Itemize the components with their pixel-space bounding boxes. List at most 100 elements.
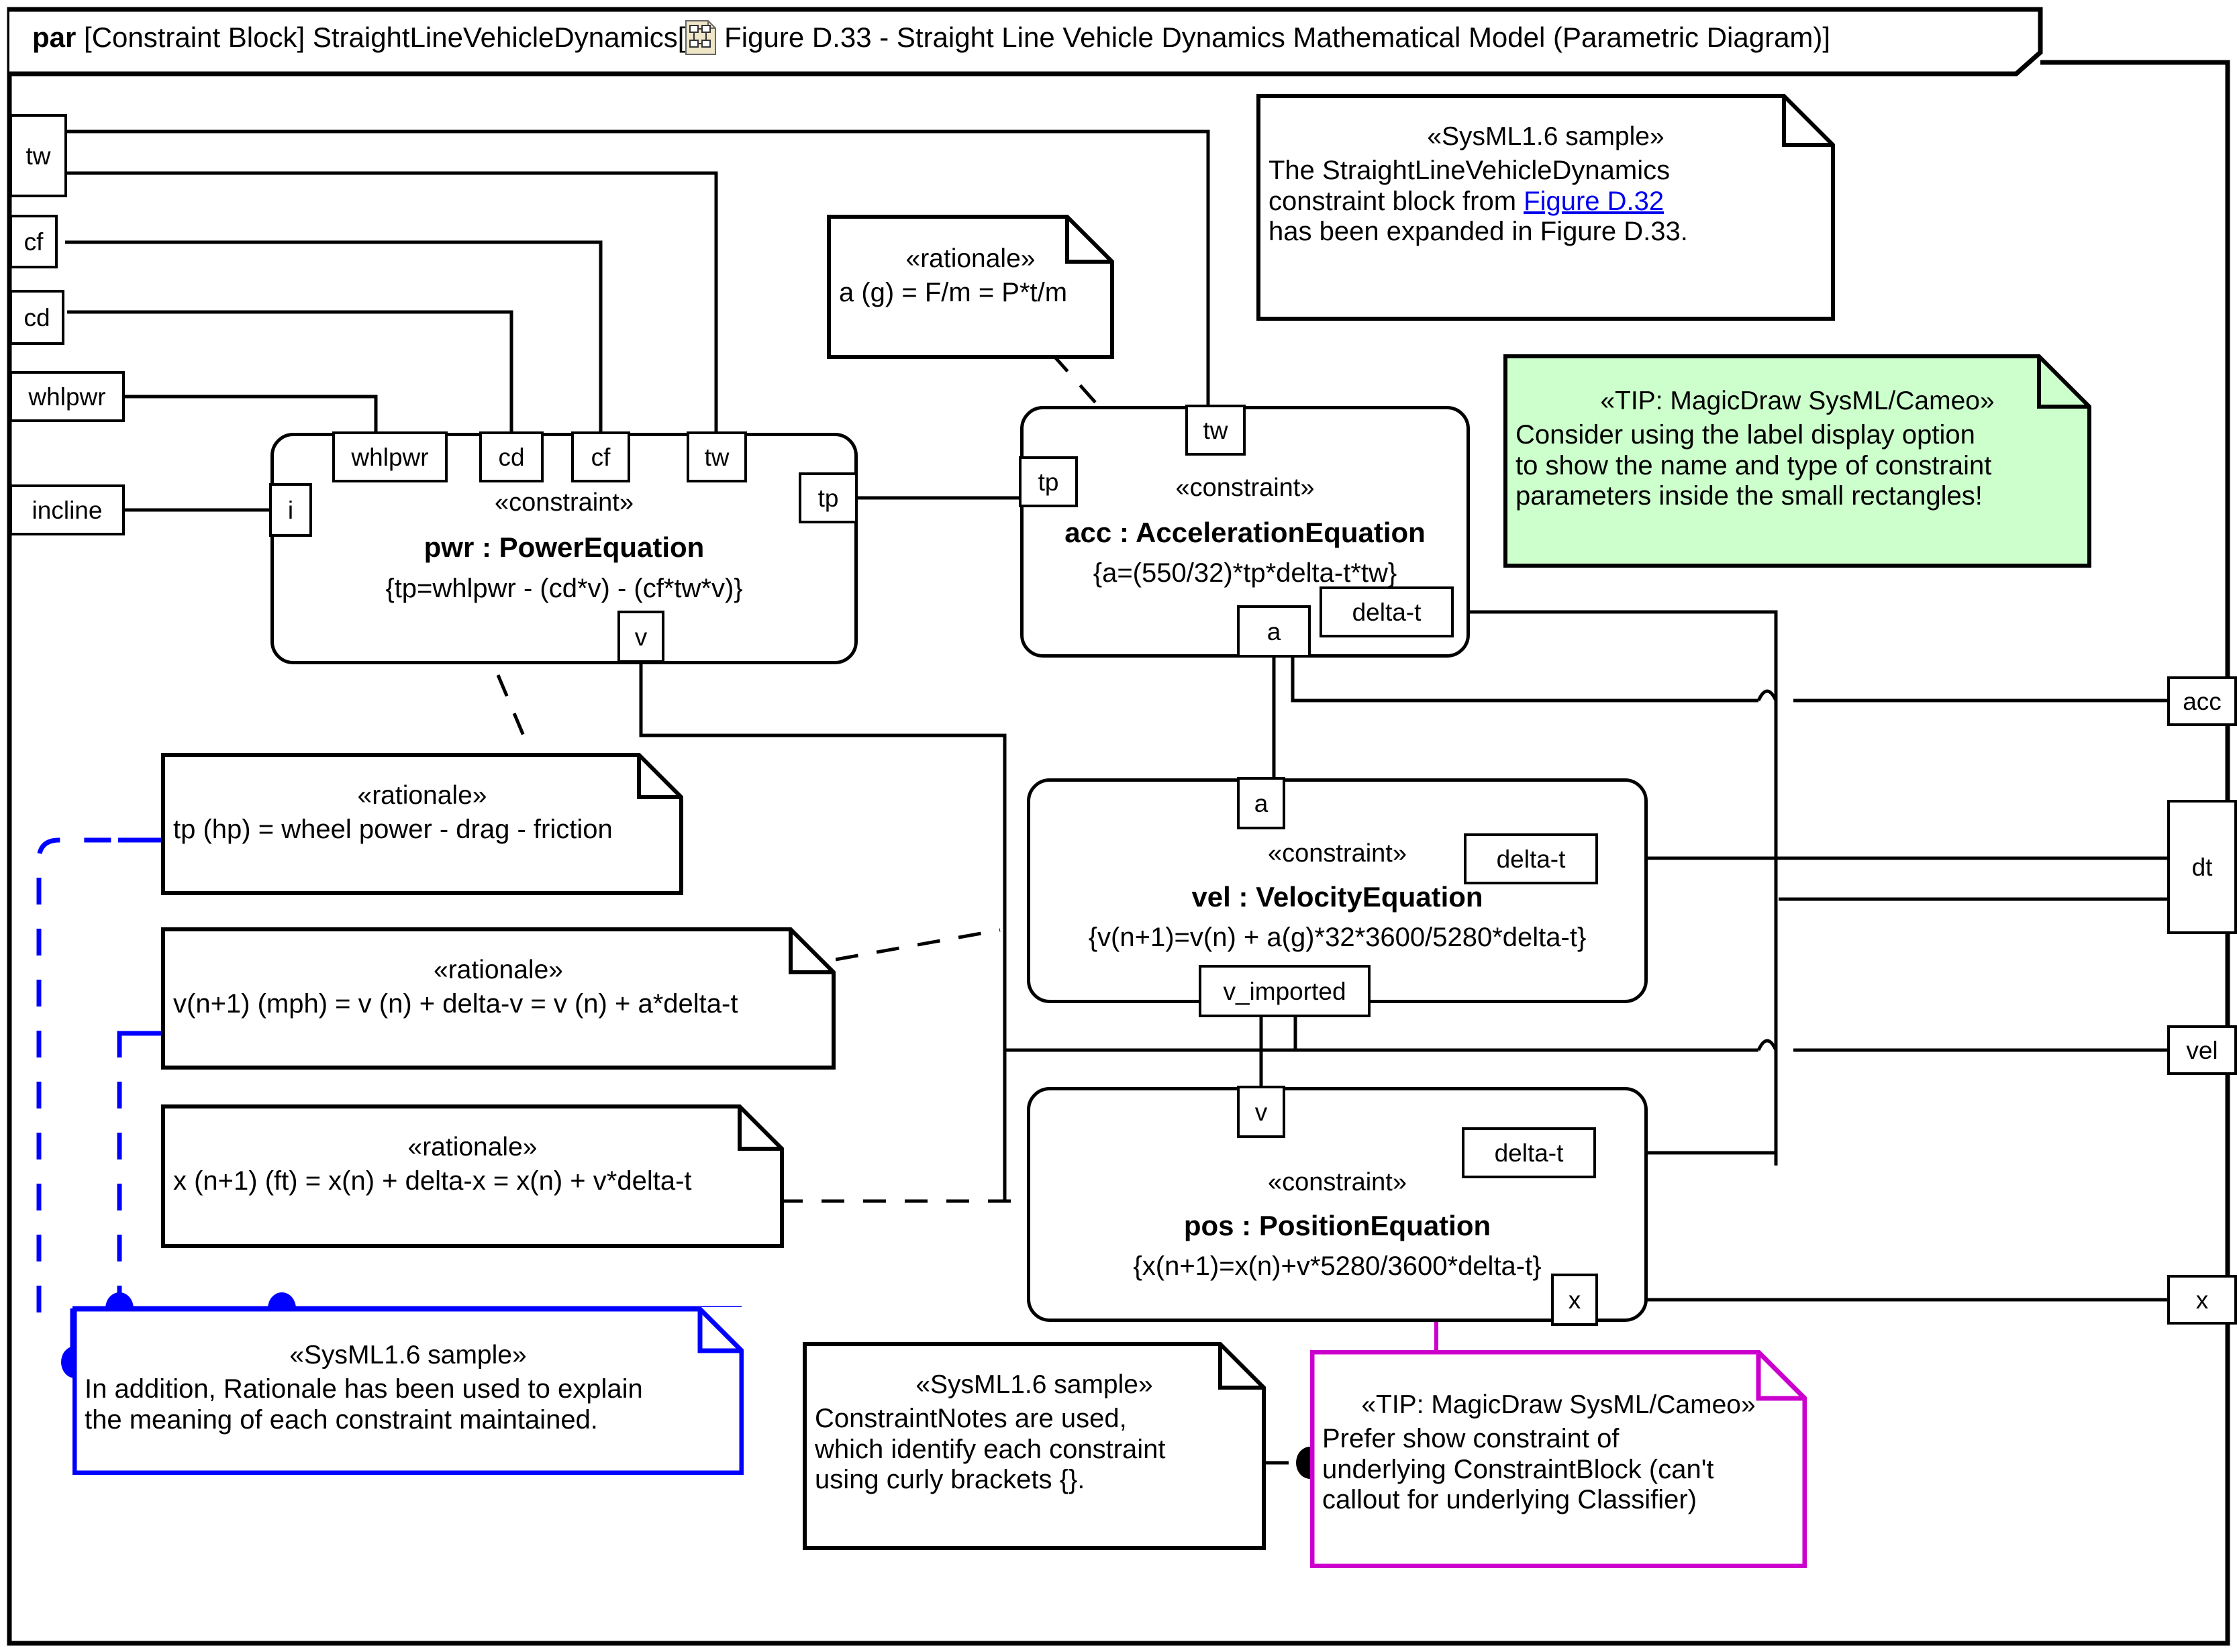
boundary-port-cd[interactable]: cd — [9, 290, 64, 345]
port-label: whlpwr — [351, 443, 429, 471]
pos-param-delta-t[interactable]: delta-t — [1462, 1127, 1596, 1178]
pos-keyword: «constraint» — [1267, 1168, 1407, 1196]
port-label: v_imported — [1223, 977, 1346, 1005]
vel-param-v-imported[interactable]: v_imported — [1199, 965, 1371, 1017]
note-line: Prefer show constraint of — [1322, 1424, 1620, 1453]
port-label: x — [2195, 1286, 2209, 1314]
note-line: The StraightLineVehicleDynamics — [1269, 156, 1671, 185]
note-title: «SysML1.6 sample» — [289, 1341, 527, 1370]
constraint-block-icon — [685, 20, 717, 55]
note-line: In addition, Rationale has been used to … — [85, 1374, 643, 1404]
note-line: callout for underlying Classifier) — [1322, 1485, 1697, 1515]
note-line: v(n+1) (mph) = v (n) + delta-v = v (n) +… — [173, 989, 738, 1019]
note-sample-constraintnotes[interactable]: «SysML1.6 sample» ConstraintNotes are us… — [803, 1342, 1266, 1550]
acc-keyword: «constraint» — [1175, 474, 1315, 502]
note-line: underlying ConstraintBlock (can't — [1322, 1454, 1714, 1484]
header-figure-title: Figure D.33 - Straight Line Vehicle Dyna… — [724, 21, 1831, 53]
pwr-param-tw[interactable]: tw — [687, 431, 747, 482]
port-label: a — [1266, 617, 1281, 646]
pwr-param-whlpwr[interactable]: whlpwr — [332, 431, 448, 482]
pwr-param-i[interactable]: i — [269, 483, 312, 537]
vel-name: vel : VelocityEquation — [1191, 881, 1483, 913]
acc-name: acc : AccelerationEquation — [1064, 517, 1426, 548]
pos-param-v[interactable]: v — [1237, 1086, 1285, 1138]
note-rationale-acc[interactable]: «rationale» a (g) = F/m = P*t/m — [827, 215, 1114, 359]
boundary-port-vel[interactable]: vel — [2167, 1025, 2237, 1075]
vel-param-delta-t[interactable]: delta-t — [1464, 833, 1598, 884]
port-label: v — [1254, 1098, 1268, 1126]
port-label: tp — [1038, 468, 1059, 496]
note-sample-rationale[interactable]: «SysML1.6 sample» In addition, Rationale… — [72, 1307, 744, 1475]
port-label: acc — [2183, 687, 2222, 715]
pwr-keyword: «constraint» — [494, 488, 634, 517]
acc-param-tp[interactable]: tp — [1019, 456, 1078, 507]
pwr-param-cd[interactable]: cd — [479, 431, 544, 482]
note-line: a (g) = F/m = P*t/m — [839, 278, 1068, 307]
port-label: tw — [1203, 416, 1228, 444]
vel-expression: {v(n+1)=v(n) + a(g)*32*3600/5280*delta-t… — [1088, 923, 1587, 952]
pwr-param-tp[interactable]: tp — [799, 472, 858, 523]
boundary-port-cf[interactable]: cf — [9, 215, 58, 268]
pos-expression: {x(n+1)=x(n)+v*5280/3600*delta-t} — [1133, 1251, 1542, 1281]
note-line: tp (hp) = wheel power - drag - friction — [173, 815, 613, 844]
boundary-port-tw[interactable]: tw — [9, 114, 67, 197]
note-title: «rationale» — [434, 956, 563, 984]
note-line: which identify each constraint — [815, 1434, 1166, 1464]
vel-param-a[interactable]: a — [1237, 777, 1285, 829]
note-title: «TIP: MagicDraw SysML/Cameo» — [1600, 386, 1995, 415]
acc-param-delta-t[interactable]: delta-t — [1320, 586, 1454, 637]
port-label: tw — [704, 443, 730, 471]
boundary-port-acc[interactable]: acc — [2167, 676, 2237, 726]
note-line: has been expanded in Figure D.33. — [1269, 217, 1688, 247]
note-tip-green[interactable]: «TIP: MagicDraw SysML/Cameo» Consider us… — [1503, 354, 2091, 568]
note-line: Consider using the label display option — [1515, 420, 1975, 450]
acc-param-tw[interactable]: tw — [1185, 405, 1246, 456]
port-label: i — [287, 496, 294, 524]
vel-keyword: «constraint» — [1267, 839, 1407, 868]
acc-expression: {a=(550/32)*tp*delta-t*tw} — [1093, 558, 1397, 588]
boundary-port-incline[interactable]: incline — [9, 484, 125, 535]
boundary-port-whlpwr[interactable]: whlpwr — [9, 371, 125, 422]
note-rationale-pos[interactable]: «rationale» x (n+1) (ft) = x(n) + delta-… — [161, 1104, 784, 1248]
note-line: x (n+1) (ft) = x(n) + delta-x = x(n) + v… — [173, 1166, 692, 1196]
port-label: a — [1254, 789, 1269, 817]
note-title: «rationale» — [905, 244, 1036, 273]
acc-param-a[interactable]: a — [1237, 605, 1311, 658]
note-tip-magenta[interactable]: «TIP: MagicDraw SysML/Cameo» Prefer show… — [1310, 1350, 1807, 1568]
port-label: dt — [2191, 853, 2213, 881]
port-label: x — [1568, 1286, 1581, 1314]
port-label: vel — [2186, 1036, 2218, 1064]
port-label: incline — [32, 496, 103, 524]
port-label: delta-t — [1496, 845, 1566, 873]
boundary-port-dt[interactable]: dt — [2167, 800, 2237, 934]
port-label: delta-t — [1494, 1139, 1564, 1167]
port-label: cf — [23, 227, 44, 256]
pwr-param-v[interactable]: v — [617, 611, 664, 663]
note-title: «SysML1.6 sample» — [915, 1370, 1153, 1399]
note-title: «SysML1.6 sample» — [1427, 122, 1664, 151]
figure-d32-link[interactable]: Figure D.32 — [1524, 186, 1664, 216]
port-label: tp — [817, 484, 839, 512]
note-rationale-pwr[interactable]: «rationale» tp (hp) = wheel power - drag… — [161, 753, 683, 895]
note-title: «rationale» — [357, 781, 487, 810]
port-label: cd — [23, 303, 50, 331]
port-label: cf — [591, 443, 611, 471]
header-scope: [Constraint Block] StraightLineVehicleDy… — [84, 21, 686, 53]
note-line: ConstraintNotes are used, — [815, 1404, 1127, 1433]
pos-param-x[interactable]: x — [1551, 1274, 1598, 1326]
pwr-expression: {tp=whlpwr - (cd*v) - (cf*tw*v)} — [385, 574, 743, 603]
port-label: v — [634, 623, 648, 651]
note-sample-top[interactable]: «SysML1.6 sample» The StraightLineVehicl… — [1256, 94, 1835, 321]
pwr-param-cf[interactable]: cf — [571, 431, 630, 482]
note-line: using curly brackets {}. — [815, 1465, 1085, 1495]
port-label: whlpwr — [28, 382, 106, 411]
note-rationale-vel[interactable]: «rationale» v(n+1) (mph) = v (n) + delta… — [161, 927, 836, 1070]
note-line: parameters inside the small rectangles! — [1515, 481, 1983, 511]
note-title: «TIP: MagicDraw SysML/Cameo» — [1361, 1390, 1756, 1419]
constraint-block-pos[interactable]: «constraint» pos : PositionEquation {x(n… — [1027, 1087, 1648, 1322]
port-label: tw — [26, 142, 51, 170]
boundary-port-x[interactable]: x — [2167, 1275, 2237, 1325]
pos-name: pos : PositionEquation — [1183, 1210, 1491, 1241]
